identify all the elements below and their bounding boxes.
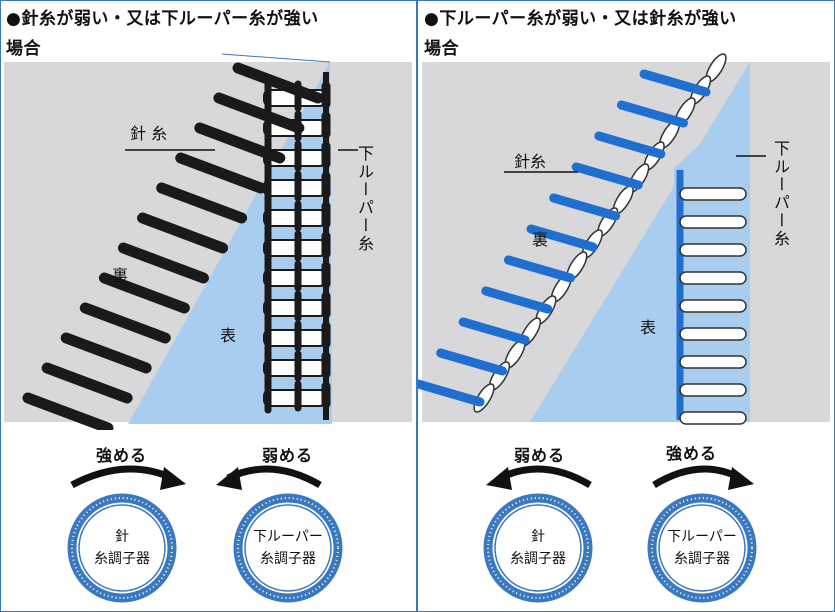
loosen-label: 弱める (514, 446, 566, 465)
front-side-label: 表 (220, 326, 237, 345)
lower-looper-thread-label: 下ルーパー糸 (771, 140, 790, 248)
looper-loop (679, 271, 747, 285)
needle-stitch (79, 302, 171, 344)
left-stitch-diagram (22, 53, 358, 430)
needle-stitch (616, 100, 688, 128)
needle-stitch (503, 255, 575, 283)
dial-label-line2: 糸調子器 (260, 551, 316, 567)
tighten-label: 強める (666, 444, 718, 463)
left-arrows (70, 465, 322, 490)
needle-thread-label: 針糸 (514, 152, 547, 171)
right-arrows (486, 465, 754, 490)
needle-stitch (137, 212, 229, 254)
left-title-line1: ●針糸が弱い・又は下ルーパー糸が強い (6, 9, 319, 29)
right-panel: ●下ルーパー糸が弱い・又は針糸が強い 場合 針糸 下ルーパー糸 裏 表 弱める … (418, 0, 834, 612)
looper-loop (679, 299, 747, 313)
right-title-line2: 場合 (424, 39, 459, 59)
left-panel-title: ●針糸が弱い・又は下ルーパー糸が強い 場合 (6, 4, 319, 64)
looper-loop (679, 215, 747, 229)
needle-stitch (639, 69, 711, 97)
dial-label-line1: 針 (115, 529, 129, 545)
fabric-edge (221, 53, 331, 63)
needle-stitch (232, 62, 324, 104)
needle-stitch (117, 242, 209, 284)
looper-tension-dial: 下ルーパー 糸調子器 (232, 492, 344, 604)
dial-label-line2: 糸調子器 (94, 551, 150, 567)
looper-loop (679, 383, 747, 397)
needle-stitch (194, 122, 286, 164)
needle-stitch (213, 92, 305, 134)
needle-stitch (175, 152, 267, 194)
panel-divider (416, 0, 418, 612)
dial-label-line2: 糸調子器 (674, 551, 730, 567)
looper-loop (679, 411, 747, 425)
looper-loop (679, 187, 747, 201)
needle-stitch (60, 332, 152, 374)
needle-stitch (436, 348, 508, 376)
right-title-line1: ●下ルーパー糸が弱い・又は針糸が強い (424, 9, 737, 29)
tighten-label: 強める (96, 446, 148, 465)
loosen-label: 弱める (262, 446, 314, 465)
needle-stitch (481, 286, 553, 314)
right-stitch-diagram (418, 53, 766, 425)
needle-stitch (526, 224, 598, 252)
lower-looper-thread-label: 下ルーパー糸 (355, 145, 374, 253)
front-side-label: 表 (640, 318, 657, 337)
looper-loop (679, 355, 747, 369)
needle-stitch (156, 182, 248, 224)
back-side-label: 裏 (532, 230, 549, 249)
needle-tension-dial: 針 糸調子器 (482, 492, 594, 604)
dial-label-line2: 糸調子器 (510, 551, 566, 567)
right-panel-title: ●下ルーパー糸が弱い・又は針糸が強い 場合 (424, 4, 737, 64)
counterclockwise-arrow-icon (498, 465, 592, 489)
counterclockwise-arrow-icon (226, 465, 322, 489)
needle-stitch (41, 362, 133, 404)
needle-stitch (98, 272, 190, 314)
clockwise-arrow-icon (652, 465, 742, 488)
looper-tension-dial: 下ルーパー 糸調子器 (646, 492, 758, 604)
dial-label-line1: 下ルーパー (253, 529, 323, 545)
needle-stitch (458, 317, 530, 345)
left-panel: ●針糸が弱い・又は下ルーパー糸が強い 場合 針 糸 下ルーパー糸 裏 表 強める… (0, 0, 416, 612)
needle-stitch (22, 392, 114, 430)
looper-loop (679, 243, 747, 257)
dial-label-line1: 針 (531, 529, 545, 545)
needle-tension-dial: 針 糸調子器 (66, 492, 178, 604)
clockwise-arrow-icon (70, 465, 174, 489)
needle-thread-label: 針 糸 (130, 124, 168, 143)
needle-stitch (594, 131, 666, 159)
looper-loop (679, 327, 747, 341)
back-side-label: 裏 (112, 266, 129, 285)
needle-stitch (571, 162, 643, 190)
dial-label-line1: 下ルーパー (667, 529, 737, 545)
needle-stitch (418, 379, 485, 407)
needle-stitch (549, 193, 621, 221)
left-title-line2: 場合 (6, 39, 41, 59)
